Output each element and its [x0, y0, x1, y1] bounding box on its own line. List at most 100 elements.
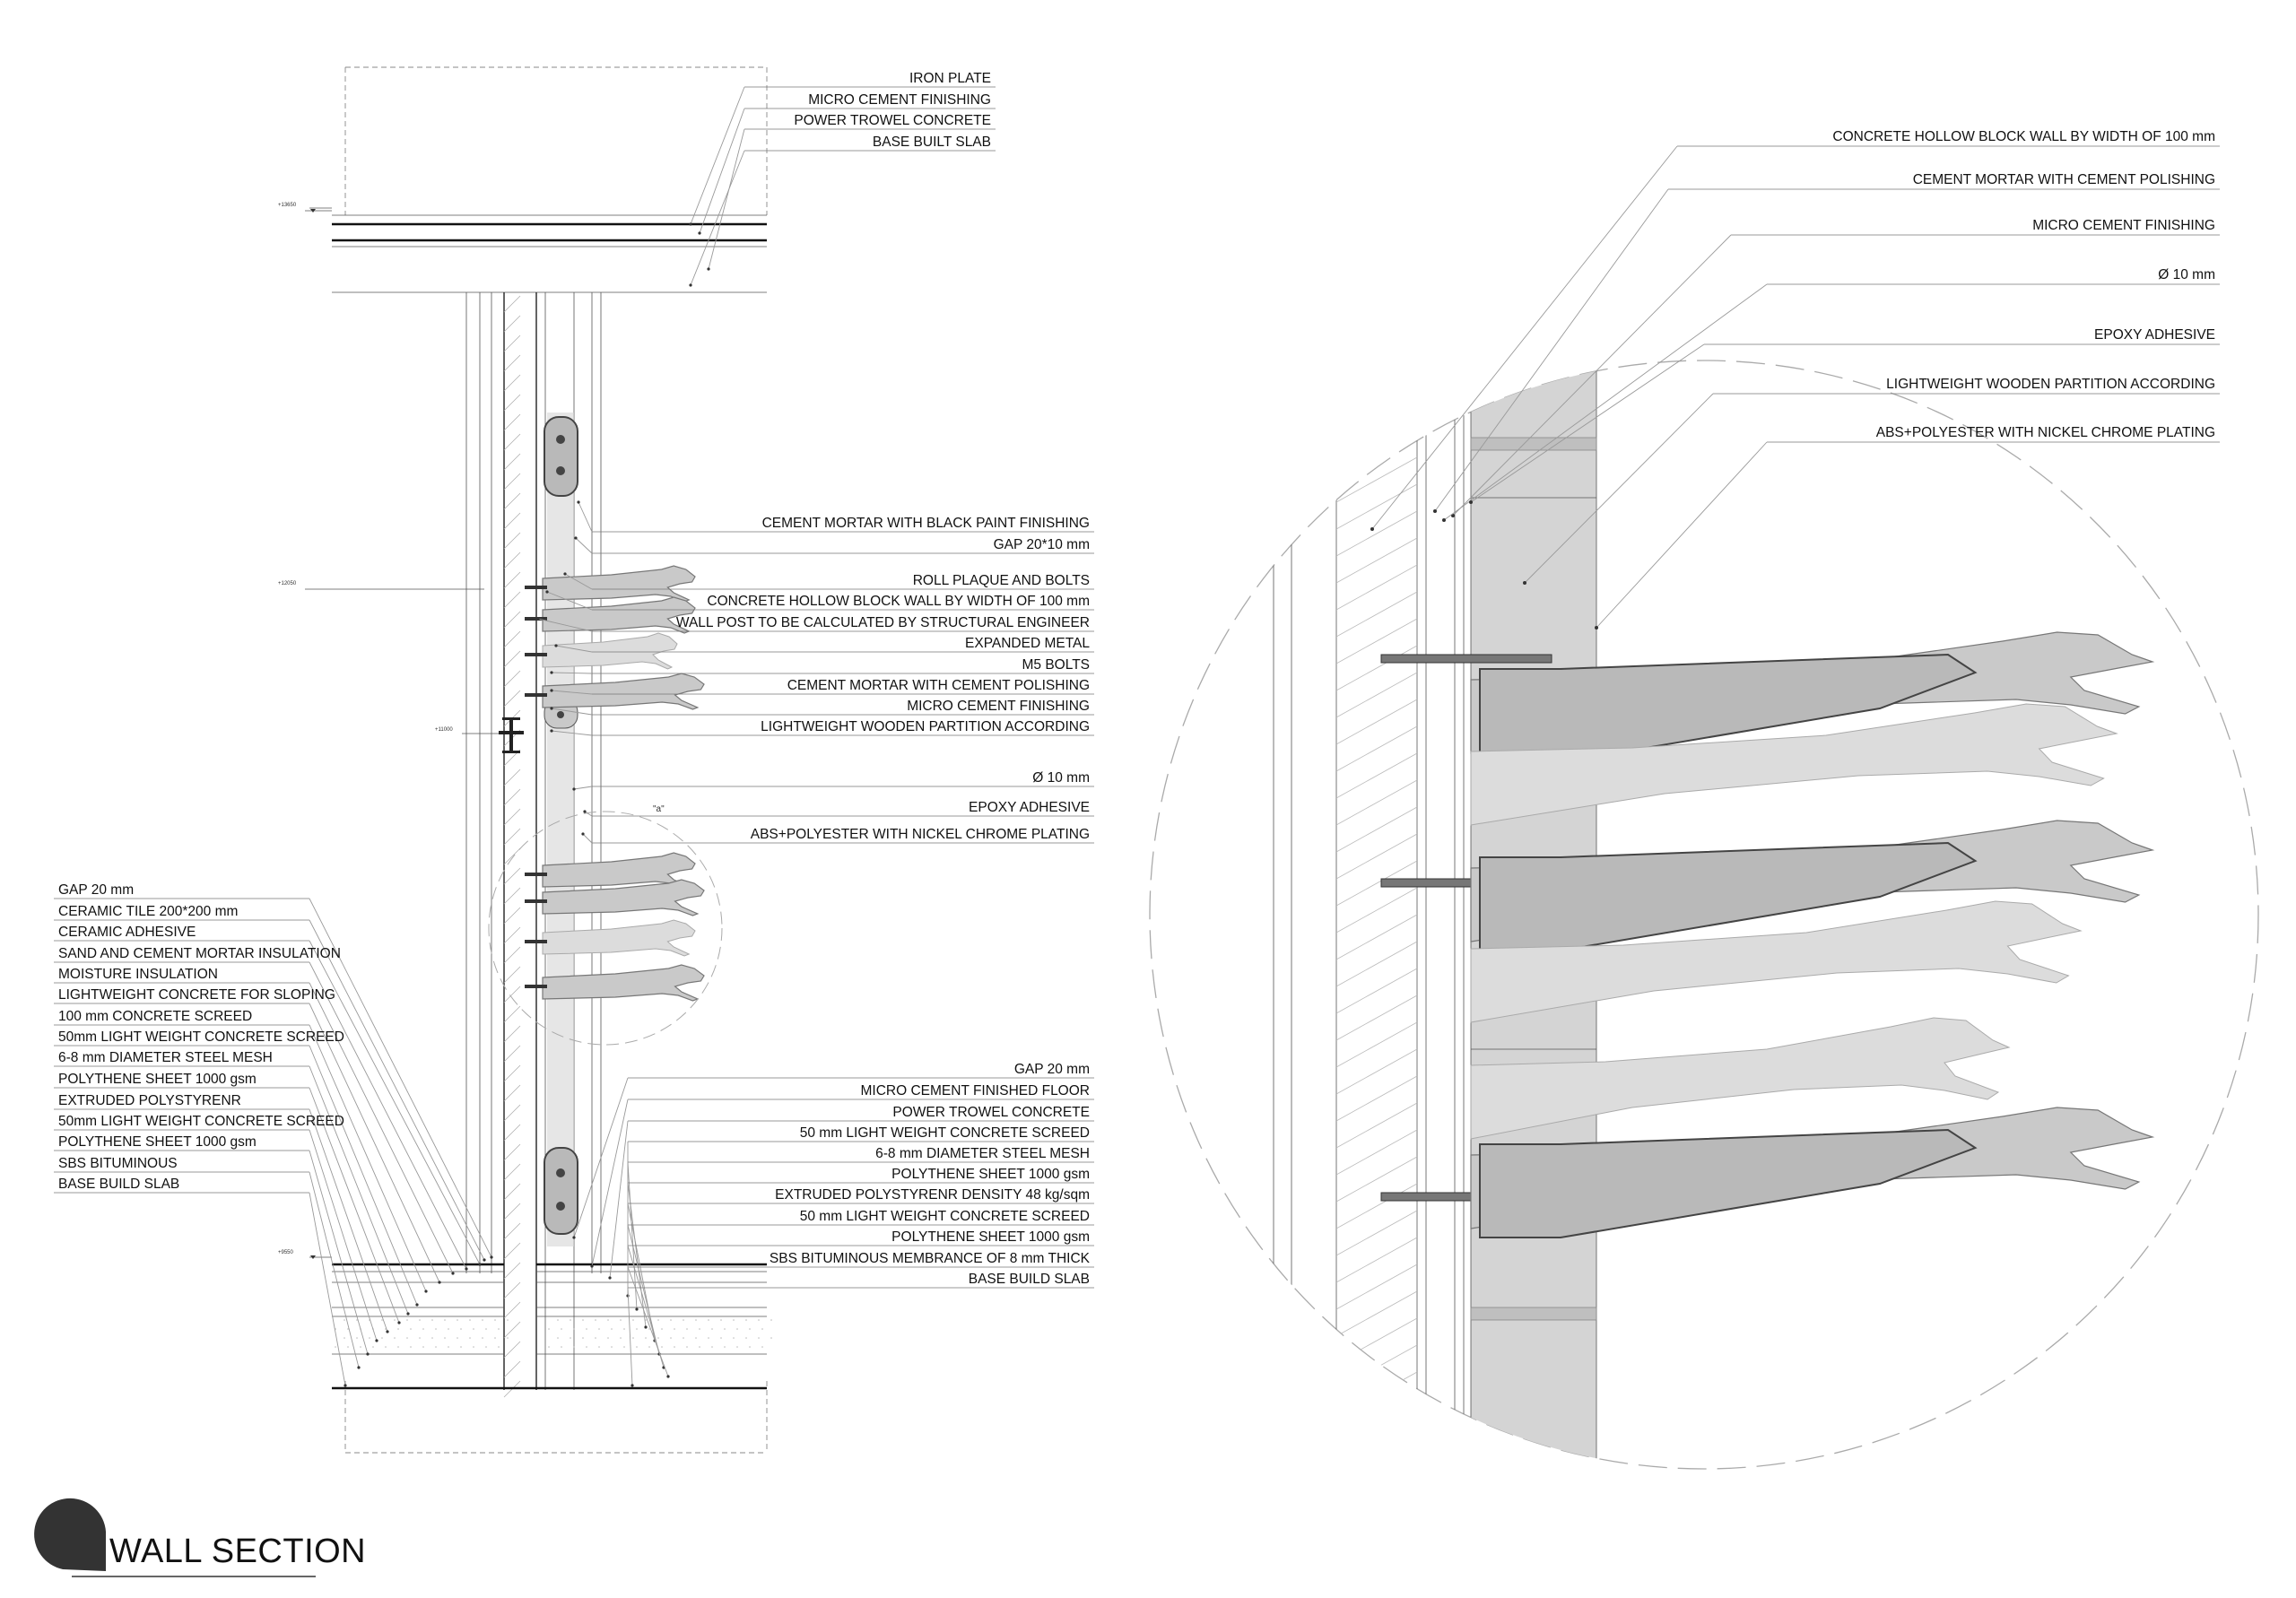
bolt — [525, 693, 547, 697]
leader-dot — [344, 1384, 347, 1387]
leader-line — [309, 1129, 378, 1342]
detail-marker: "a" — [653, 804, 665, 814]
label-middle-10: Ø 10 mm — [1032, 770, 1090, 786]
leader-dot — [545, 590, 549, 594]
label-left-13: SBS BITUMINOUS — [58, 1156, 178, 1171]
detail-leader-dot — [1433, 509, 1437, 513]
leader-dot — [451, 1272, 455, 1275]
label-bottom-3: 50 mm LIGHT WEIGHT CONCRETE SCREED — [800, 1125, 1090, 1141]
label-bottom-10: BASE BUILD SLAB — [969, 1272, 1090, 1287]
label-middle-6: M5 BOLTS — [1022, 657, 1090, 673]
level-mid: +12050 — [278, 581, 297, 586]
vertical-wall — [465, 292, 602, 1398]
leader-dot — [554, 644, 558, 647]
leader-dot — [635, 1307, 639, 1311]
leader-line — [578, 501, 593, 533]
detail-ref-circle: "a" — [488, 804, 723, 1046]
detail-label-1: CEMENT MORTAR WITH CEMENT POLISHING — [1913, 172, 2215, 187]
bolt — [525, 899, 547, 903]
leader-line — [690, 150, 745, 286]
label-left-9: POLYTHENE SHEET 1000 gsm — [58, 1072, 257, 1087]
leader-line — [309, 1003, 440, 1283]
label-left-5: LIGHTWEIGHT CONCRETE FOR SLOPING — [58, 987, 335, 1003]
label-bottom-1: MICRO CEMENT FINISHED FLOOR — [861, 1083, 1090, 1099]
leader-dot — [581, 832, 585, 836]
sculpture-arm — [542, 919, 696, 957]
label-left-6: 100 mm CONCRETE SCREED — [58, 1009, 252, 1024]
leader-line — [575, 537, 593, 554]
label-middle-7: CEMENT MORTAR WITH CEMENT POLISHING — [787, 678, 1090, 693]
top-slab — [309, 207, 767, 293]
leader-dot — [438, 1281, 441, 1284]
leader-dot — [689, 283, 692, 287]
leader-line — [309, 940, 481, 1265]
label-middle-2: ROLL PLAQUE AND BOLTS — [913, 573, 1090, 588]
leader-dot — [608, 1276, 612, 1280]
plated-sleeve — [1479, 1128, 1978, 1238]
leader-dot — [666, 1375, 670, 1378]
detail-leader-dot — [1442, 518, 1446, 522]
label-bottom-6: EXTRUDED POLYSTYRENR DENSITY 48 kg/sqm — [775, 1187, 1090, 1203]
label-bottom-8: POLYTHENE SHEET 1000 gsm — [891, 1229, 1090, 1245]
leader-line — [546, 591, 593, 611]
leader-line — [551, 730, 593, 736]
label-left-1: CERAMIC TILE 200*200 mm — [58, 904, 238, 919]
leader-line — [309, 1045, 418, 1306]
leader-dot — [590, 1264, 594, 1268]
leader-line — [309, 1171, 360, 1368]
leader-dot — [386, 1330, 389, 1333]
leader-dot — [406, 1312, 410, 1316]
label-middle-11: EPOXY ADHESIVE — [969, 800, 1090, 815]
detail-arm — [1470, 900, 2083, 1023]
leader-line — [309, 961, 467, 1270]
bolt — [525, 586, 547, 589]
label-bottom-9: SBS BITUMINOUS MEMBRANCE OF 8 mm THICK — [770, 1251, 1091, 1266]
detail-leaders — [1370, 145, 2220, 630]
detail-leader-dot — [1370, 527, 1374, 531]
leader-dot — [572, 787, 576, 791]
leader-dot — [550, 707, 553, 710]
leader-line — [708, 128, 745, 270]
detail-leader-line — [1434, 188, 1669, 512]
leader-line — [627, 1161, 638, 1310]
detail-leader-dot — [1451, 514, 1455, 517]
level-top: +13650 — [278, 203, 297, 208]
label-middle-4: WALL POST TO BE CALCULATED BY STRUCTURAL… — [676, 615, 1090, 630]
drawing-title: WALL SECTION — [34, 1498, 366, 1577]
leader-line — [555, 645, 593, 653]
sculpture-arm — [542, 879, 705, 916]
detail-label-5: LIGHTWEIGHT WOODEN PARTITION ACCORDING — [1886, 377, 2215, 392]
label-left-7: 50mm LIGHT WEIGHT CONCRETE SCREED — [58, 1029, 344, 1045]
leader-line — [309, 1108, 388, 1333]
detail-leader-line — [1524, 393, 1714, 584]
label-middle-12: ABS+POLYESTER WITH NICKEL CHROME PLATING — [751, 827, 1090, 842]
section-frame — [344, 66, 768, 1454]
level-post: +11000 — [435, 727, 453, 733]
bolt — [525, 985, 547, 988]
detail-leader-line — [1596, 441, 1768, 629]
leader-line — [309, 1192, 346, 1386]
label-middle-8: MICRO CEMENT FINISHING — [907, 699, 1090, 714]
leader-dot — [550, 729, 553, 733]
leader-line — [627, 1224, 660, 1355]
label-left-3: SAND AND CEMENT MORTAR INSULATION — [58, 946, 341, 961]
leader-dot — [478, 1263, 482, 1266]
label-left-8: 6-8 mm DIAMETER STEEL MESH — [58, 1050, 273, 1065]
leader-dot — [375, 1339, 378, 1342]
bolt — [525, 617, 547, 621]
sculpture-arm — [542, 852, 696, 890]
label-left-0: GAP 20 mm — [58, 882, 134, 898]
leader-dot — [490, 1255, 493, 1259]
leader-dot — [366, 1352, 370, 1356]
detail-label-0: CONCRETE HOLLOW BLOCK WALL BY WIDTH OF 1… — [1832, 129, 2215, 144]
leader-dot — [631, 1384, 634, 1387]
sculpture-arm — [542, 673, 705, 710]
leader-line — [699, 108, 745, 234]
leader-dot — [424, 1290, 428, 1293]
bolt — [525, 653, 547, 656]
label-left-4: MOISTURE INSULATION — [58, 967, 218, 982]
leader-dot — [465, 1267, 468, 1271]
